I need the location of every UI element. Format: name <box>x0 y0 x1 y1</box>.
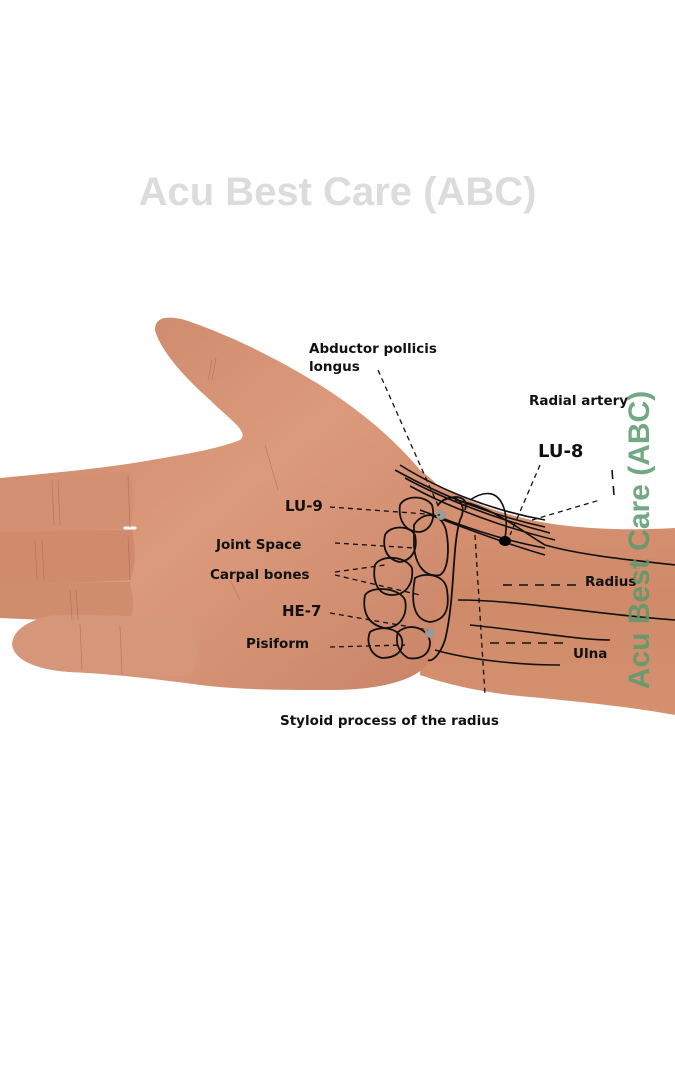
watermark-top: Acu Best Care (ABC) <box>138 170 537 214</box>
middle-finger <box>0 530 135 584</box>
label-ulna: Ulna <box>573 646 608 662</box>
forearm-shape <box>420 480 675 715</box>
leader-lines <box>329 369 601 696</box>
skin-creases <box>34 357 279 675</box>
leader-lines-long <box>490 469 615 644</box>
label-abductor-longus: longus <box>309 359 360 375</box>
carpal-bones <box>363 496 467 662</box>
label-abductor-pollicis: Abductor pollicis <box>309 341 437 357</box>
little-finger <box>14 614 198 676</box>
lu9-marker <box>436 510 446 520</box>
label-he7: HE-7 <box>282 602 322 620</box>
label-lu9: LU-9 <box>285 497 323 515</box>
label-styloid-process: Styloid process of the radius <box>280 713 499 729</box>
ring-finger <box>0 582 133 621</box>
label-radius: Radius <box>585 574 637 590</box>
label-radial-artery: Radial artery <box>529 393 629 409</box>
index-finger <box>0 472 134 532</box>
he7-marker <box>425 628 435 638</box>
watermark-side: Acu Best Care (ABC) <box>623 390 656 690</box>
lu8-marker <box>499 536 511 546</box>
label-carpal-bones: Carpal bones <box>210 567 310 583</box>
label-joint-space: Joint Space <box>216 537 302 553</box>
label-pisiform: Pisiform <box>246 636 310 652</box>
label-lu8: LU-8 <box>538 441 584 462</box>
